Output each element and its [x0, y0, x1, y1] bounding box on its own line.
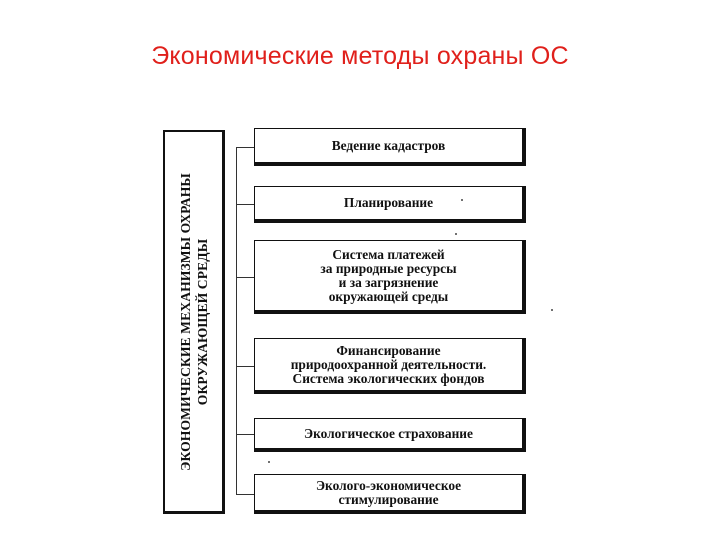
method-label: Финансирование природоохранной деятельно…: [290, 342, 487, 386]
connector-spine: [236, 147, 237, 494]
method-label: Планирование: [343, 195, 434, 210]
method-box-payments: Система платежей за природные ресурсы и …: [254, 240, 526, 314]
connector-branch: [236, 366, 254, 367]
connector-branch: [236, 277, 254, 278]
method-box-planning: Планирование: [254, 186, 526, 223]
method-label: Система платежей за природные ресурсы и …: [320, 246, 457, 304]
scan-speck: [551, 309, 553, 311]
method-label: Эколого-экономическое стимулирование: [315, 477, 462, 507]
slide-title: Экономические методы охраны ОС: [151, 42, 569, 70]
method-box-stimulation: Эколого-экономическое стимулирование: [254, 474, 526, 514]
connector-branch: [236, 494, 254, 495]
method-box-financing: Финансирование природоохранной деятельно…: [254, 338, 526, 394]
connector-branch: [236, 147, 254, 148]
method-label: Ведение кадастров: [331, 137, 446, 153]
connector-branch: [236, 434, 254, 435]
method-box-insurance: Экологическое страхование: [254, 418, 526, 452]
method-box-cadastre: Ведение кадастров: [254, 128, 526, 166]
side-label-box: ЭКОНОМИЧЕСКИЕ МЕХАНИЗМЫ ОХРАНЫ ОКРУЖАЮЩЕ…: [163, 130, 225, 514]
scan-speck: [268, 461, 270, 463]
connector-branch: [236, 204, 254, 205]
scan-speck: [461, 199, 463, 201]
side-label: ЭКОНОМИЧЕСКИЕ МЕХАНИЗМЫ ОХРАНЫ ОКРУЖАЮЩЕ…: [177, 172, 210, 471]
scan-speck: [455, 233, 457, 235]
method-label: Экологическое страхование: [304, 425, 473, 441]
